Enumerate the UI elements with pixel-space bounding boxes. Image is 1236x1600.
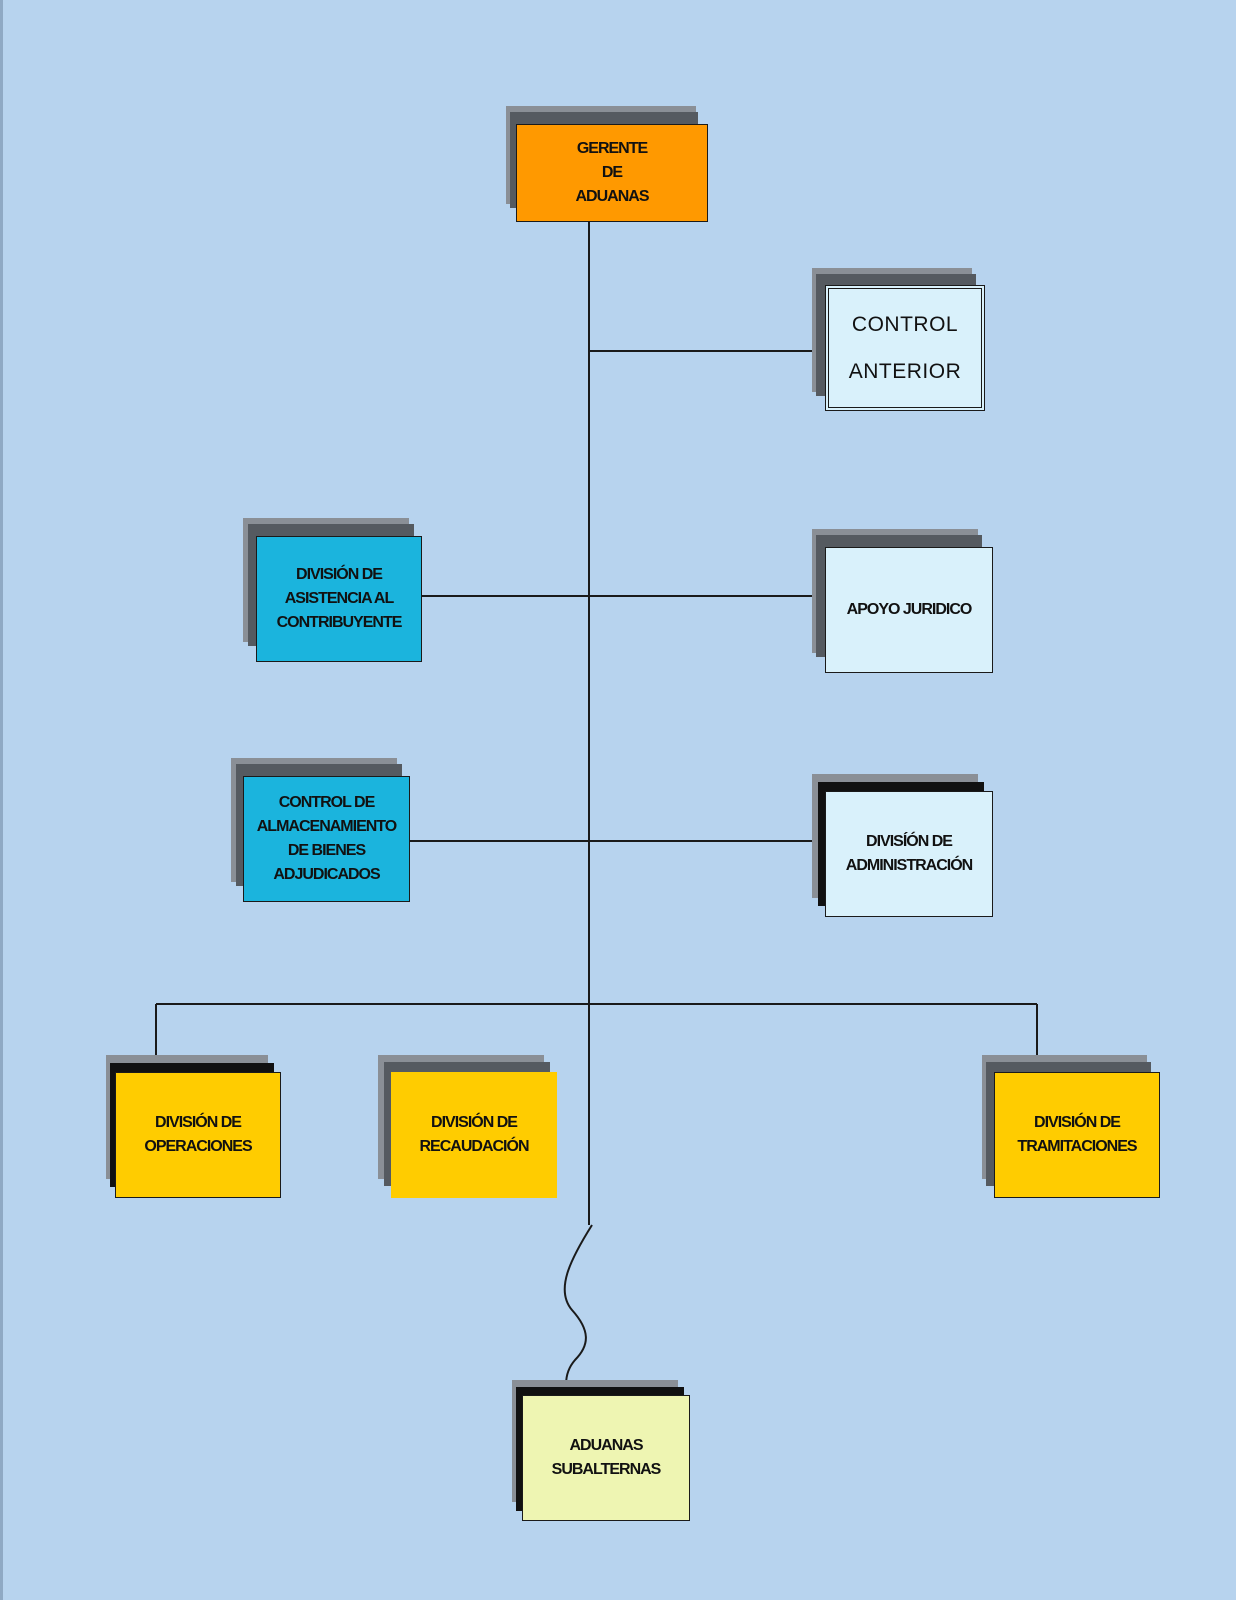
node-control-almacenamiento-face: CONTROL DE ALMACENAMIENTO DE BIENES ADJU… (243, 776, 410, 902)
wavy-connector-subalternas (563, 1224, 593, 1406)
node-control-anterior-line-1: CONTROL (851, 313, 959, 336)
node-operaciones-line-2: OPERACIONES (144, 1138, 252, 1155)
node-subalternas-face: ADUANAS SUBALTERNAS (522, 1395, 690, 1521)
node-asistencia-face: DIVISIÓN DE ASISTENCIA AL CONTRIBUYENTE (256, 536, 422, 662)
node-gerente-line-1: GERENTE (576, 140, 648, 157)
node-administracion-line-1: DIVISÍÓN DE (866, 833, 953, 850)
node-recaudacion-line-2: RECAUDACIÓN (419, 1138, 530, 1155)
node-control-anterior-line-2: ANTERIOR (848, 360, 962, 383)
node-administracion-face: DIVISÍÓN DE ADMINISTRACIÓN (825, 791, 993, 917)
node-apoyo-juridico-face: APOYO JURIDICO (825, 547, 993, 673)
node-control-almacenamiento-line-1: CONTROL DE (278, 794, 375, 811)
node-subalternas-line-1: ADUANAS (569, 1437, 644, 1454)
node-asistencia-line-1: DIVISIÓN DE (296, 566, 383, 583)
node-control-almacenamiento-line-3: DE BIENES (287, 842, 366, 859)
node-recaudacion-line-1: DIVISIÓN DE (431, 1114, 518, 1131)
node-tramitaciones-line-2: TRAMITACIONES (1017, 1138, 1137, 1155)
node-control-almacenamiento-line-4: ADJUDICADOS (273, 866, 380, 883)
node-control-almacenamiento-line-2: ALMACENAMIENTO (256, 818, 397, 835)
node-gerente-line-2: DE (601, 164, 623, 181)
node-recaudacion-face: DIVISIÓN DE RECAUDACIÓN (391, 1072, 557, 1198)
node-asistencia-line-2: ASISTENCIA AL (284, 590, 394, 607)
node-apoyo-juridico-line-1: APOYO JURIDICO (846, 601, 973, 618)
node-tramitaciones-line-1: DIVISIÓN DE (1034, 1114, 1121, 1131)
node-operaciones-line-1: DIVISIÓN DE (155, 1114, 242, 1131)
node-administracion-line-2: ADMINISTRACIÓN (845, 857, 973, 874)
node-gerente-face: GERENTE DE ADUANAS (516, 124, 708, 222)
node-asistencia-line-3: CONTRIBUYENTE (276, 614, 403, 631)
node-control-anterior-face: CONTROL ANTERIOR (825, 285, 985, 411)
page-left-border (0, 0, 3, 1600)
node-tramitaciones-face: DIVISIÓN DE TRAMITACIONES (994, 1072, 1160, 1198)
node-gerente-line-3: ADUANAS (575, 188, 650, 205)
node-operaciones-face: DIVISIÓN DE OPERACIONES (115, 1072, 281, 1198)
node-subalternas-line-2: SUBALTERNAS (551, 1461, 662, 1478)
